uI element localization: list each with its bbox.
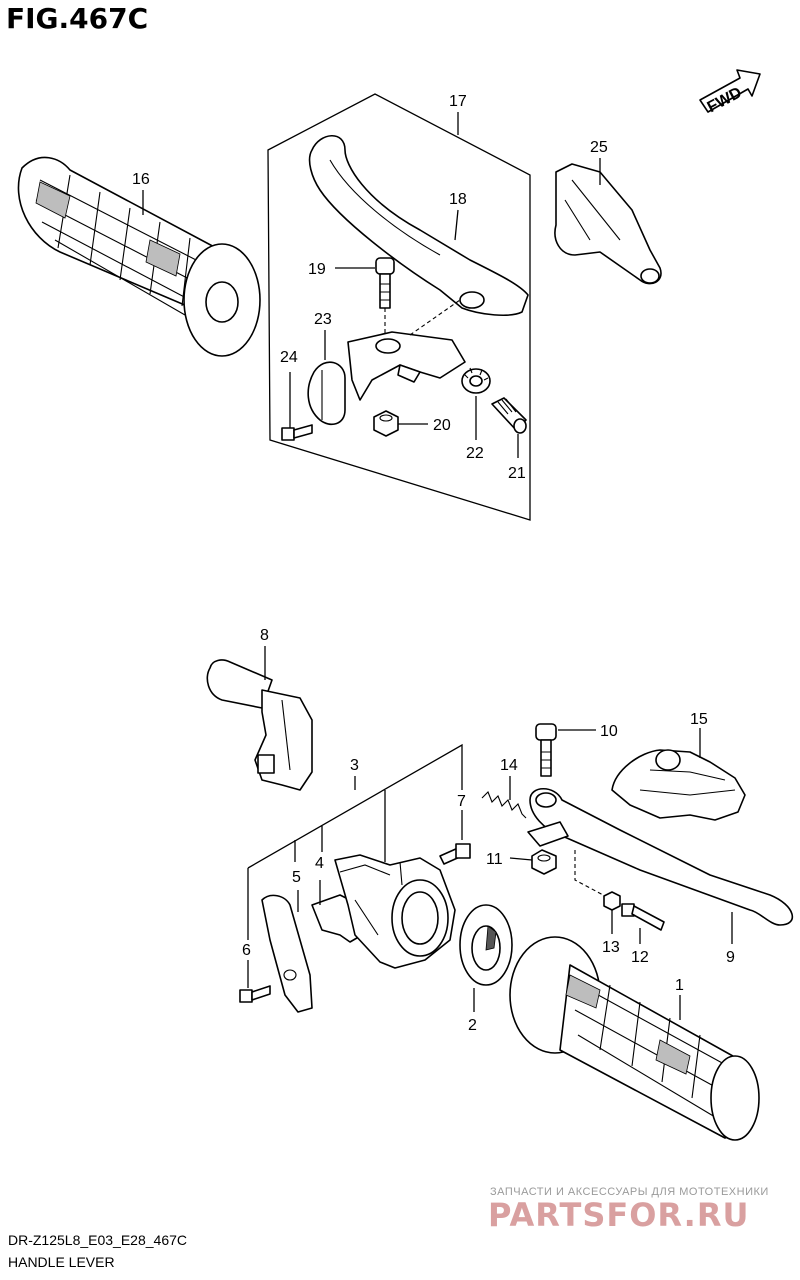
callout-4: 4 (315, 855, 324, 872)
watermark-tagline: ЗАПЧАСТИ И АКСЕССУАРЫ ДЛЯ МОТОТЕХНИКИ (490, 1186, 769, 1198)
part-22-locknut (461, 367, 491, 394)
callout-6: 6 (242, 942, 251, 959)
part-12-screw (621, 903, 665, 931)
part-6-screw (239, 985, 271, 1003)
part-24-screw (281, 424, 313, 441)
part-13-nut (603, 891, 621, 911)
assembly-guide-top (384, 299, 461, 336)
part-24-clamp (307, 361, 346, 426)
part-7-screw (439, 843, 471, 865)
leader-11 (509, 857, 533, 861)
model-code: DR-Z125L8_E03_E28_467C (8, 1232, 188, 1248)
part-11-nut (531, 849, 557, 875)
callout-15: 15 (690, 711, 708, 728)
callout-8: 8 (260, 627, 269, 644)
part-21-adjuster (491, 397, 527, 434)
callout-3: 3 (350, 757, 359, 774)
callout-5: 5 (292, 869, 301, 886)
part-16-left-grip (17, 156, 261, 357)
leader-18 (454, 209, 459, 241)
group-3-bracket (247, 743, 463, 940)
callout-1: 1 (675, 977, 684, 994)
part-8-throttle-cable (206, 659, 313, 791)
part-18-clutch-lever (308, 135, 529, 317)
callout-22: 22 (466, 445, 484, 462)
part-5-housing-cover (261, 894, 313, 1013)
part-19-pivot-bolt (375, 257, 395, 309)
callout-23: 23 (314, 311, 332, 328)
part-9-brake-lever (527, 787, 794, 926)
figure-title: FIG.467C (6, 2, 149, 35)
callout-13: 13 (602, 939, 620, 956)
part-20-nut (373, 410, 399, 437)
callout-18: 18 (449, 191, 467, 208)
callout-16: 16 (132, 171, 150, 188)
part-14-spring (481, 791, 527, 819)
section-name: HANDLE LEVER (8, 1254, 115, 1270)
callout-14: 14 (500, 757, 518, 774)
assembly-guide-bottom (574, 850, 606, 897)
callout-11: 11 (486, 851, 503, 868)
callout-24: 24 (280, 349, 298, 366)
callout-10: 10 (600, 723, 618, 740)
part-2-pulley (459, 904, 513, 986)
part-10-pivot-bolt (535, 723, 557, 777)
callout-19: 19 (308, 261, 326, 278)
group-17-bracket (267, 93, 531, 521)
watermark-logo: PARTSFOR.RU (488, 1196, 750, 1234)
fwd-direction-arrow: FWD (699, 69, 761, 116)
part-23-lever-holder (347, 331, 466, 401)
part-1-throttle-grip (509, 936, 760, 1141)
callout-17: 17 (449, 93, 467, 110)
part-15-lever-cover (611, 749, 746, 821)
callout-2: 2 (468, 1017, 477, 1034)
callout-25: 25 (590, 139, 608, 156)
callout-9: 9 (726, 949, 735, 966)
callout-12: 12 (631, 949, 649, 966)
callout-20: 20 (433, 417, 451, 434)
part-3-throttle-housing (334, 854, 456, 969)
callout-7: 7 (457, 793, 466, 810)
callout-21: 21 (508, 465, 526, 482)
part-25-lever-cover (554, 163, 662, 285)
